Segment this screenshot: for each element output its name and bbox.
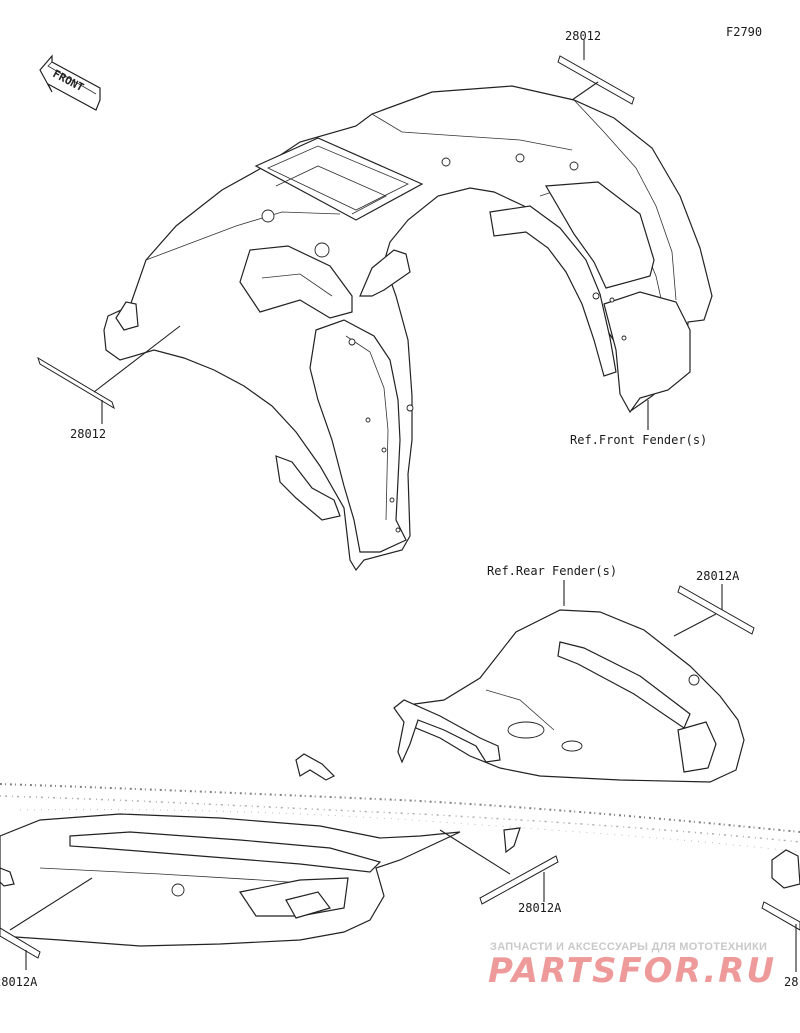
- decal-strip-bottom-left: [0, 927, 41, 959]
- callout-ref-front: Ref.Front Fender(s): [570, 433, 707, 447]
- callout-ref-rear: Ref.Rear Fender(s): [487, 564, 617, 578]
- rear-fender-lower: [0, 813, 800, 947]
- watermark-tagline: ЗАПЧАСТИ И АКСЕССУАРЫ ДЛЯ МОТОТЕХНИКИ: [490, 941, 767, 953]
- front-fender: [103, 85, 713, 572]
- front-arrow-icon: FRONT: [39, 54, 101, 111]
- decal-strip-bottom-center: [479, 855, 559, 905]
- decal-strip-bottom-right: [761, 901, 800, 931]
- decal-strip-left: [37, 356, 115, 410]
- figure-code: F2790: [726, 25, 762, 39]
- callout-part-bottom-center: 28012A: [518, 901, 562, 915]
- callout-part-bottom-right: 28: [784, 975, 798, 989]
- callout-part-right: 28012A: [696, 569, 740, 583]
- watermark-brand: PARTSFOR.RU: [488, 951, 776, 991]
- decal-strip-top: [557, 55, 635, 105]
- callout-part-top: 28012: [565, 29, 601, 43]
- callout-part-left: 28012: [70, 427, 106, 441]
- decal-strip-right: [677, 585, 755, 635]
- scan-seam: [0, 783, 800, 853]
- callout-part-bottom-left: 28012A: [0, 975, 38, 989]
- rear-fender: [295, 609, 745, 783]
